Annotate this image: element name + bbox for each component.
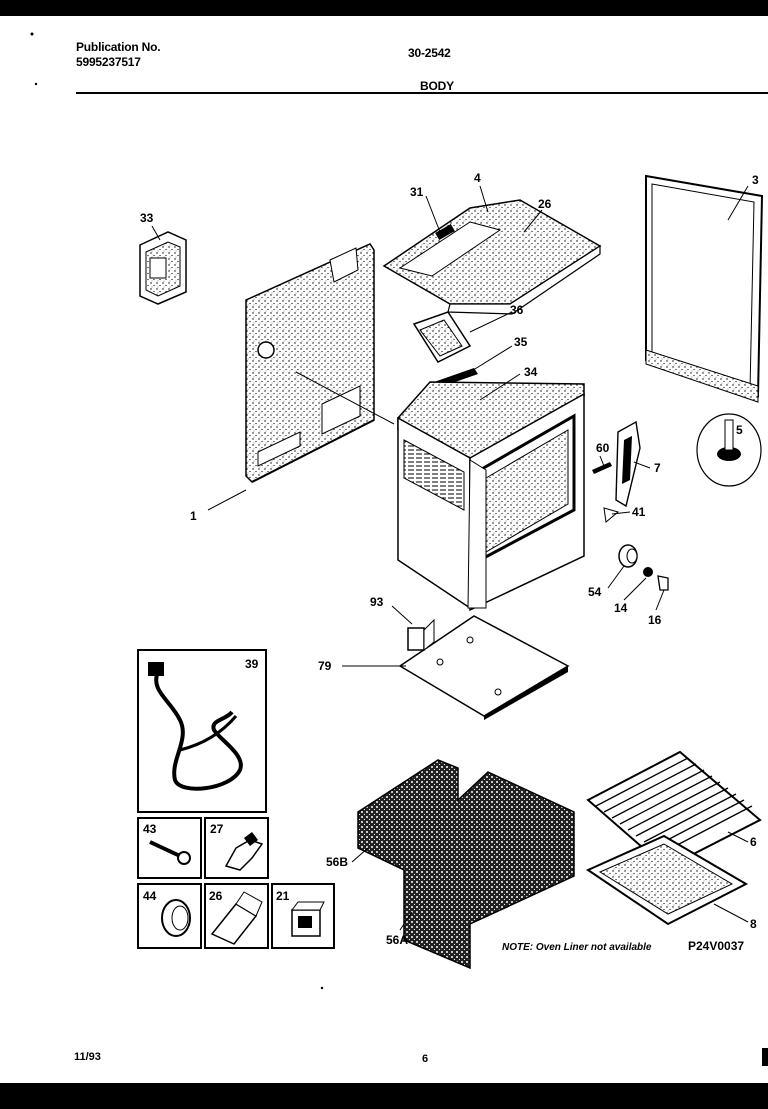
callout-79: 79 <box>318 659 332 673</box>
callout-41: 41 <box>632 505 646 519</box>
callout-56b: 56B <box>326 855 348 869</box>
callout-54: 54 <box>588 585 602 599</box>
part-4-top-cover <box>382 199 602 315</box>
callout-33: 33 <box>140 211 154 225</box>
part-79-bottom-panel <box>398 615 570 720</box>
callout-16: 16 <box>648 613 662 627</box>
scan-speck <box>30 32 34 36</box>
leader-lines <box>151 185 749 931</box>
oven-body-frame <box>397 381 585 612</box>
callout-43: 43 <box>143 822 157 836</box>
callout-44: 44 <box>143 889 157 903</box>
page-number: 6 <box>422 1053 429 1065</box>
callout-1: 1 <box>190 509 197 523</box>
part-3-side-panel <box>645 174 764 403</box>
callout-21: 21 <box>276 889 290 903</box>
part-56-insulation <box>357 759 575 970</box>
part-60-hinge-receptacle <box>592 462 612 474</box>
callout-93: 93 <box>370 595 384 609</box>
model-number: 30-2542 <box>408 46 451 60</box>
scan-edge-mark <box>762 1048 768 1066</box>
oven-liner-note: NOTE: Oven Liner not available <box>502 942 652 953</box>
top-scan-bar <box>0 0 768 16</box>
part-8-oven-bottom <box>585 834 749 926</box>
inset-21-terminal <box>271 883 335 949</box>
publication-number: 5995237517 <box>76 55 141 69</box>
callout-26-top: 26 <box>538 197 552 211</box>
callout-39: 39 <box>245 657 259 671</box>
callout-8: 8 <box>750 917 757 931</box>
callout-14: 14 <box>614 601 628 615</box>
callout-26-inset: 26 <box>209 889 223 903</box>
part-7-hinge <box>615 420 641 508</box>
footer-date: 11/93 <box>74 1051 101 1063</box>
part-14-bulb <box>643 567 653 577</box>
section-title: BODY <box>420 79 454 93</box>
drawing-code: P24V0037 <box>688 939 744 953</box>
inset-43-screw <box>137 817 202 879</box>
callout-6: 6 <box>750 835 757 849</box>
inset-39-power-cord <box>137 649 267 813</box>
part-54-socket <box>618 544 638 568</box>
part-41-screw <box>603 507 620 523</box>
publication-label: Publication No. <box>76 40 161 54</box>
callout-35: 35 <box>514 335 528 349</box>
part-1-back-panel <box>245 243 375 483</box>
leader-1 <box>207 489 247 511</box>
part-36-vent-duct <box>412 311 472 363</box>
part-93-bracket <box>407 618 435 652</box>
scan-speck <box>34 82 38 86</box>
scan-speck <box>320 986 324 990</box>
inset-44-knob <box>137 883 202 949</box>
callout-36: 36 <box>510 303 524 317</box>
callout-31: 31 <box>410 185 424 199</box>
bottom-scan-bar <box>0 1083 768 1109</box>
callout-3: 3 <box>752 173 759 187</box>
leader-1b <box>295 371 395 425</box>
part-33-bracket <box>139 231 187 305</box>
inset-26-bracket <box>204 883 269 949</box>
callout-5: 5 <box>736 423 743 437</box>
header-rule <box>76 92 768 94</box>
callout-34: 34 <box>524 365 538 379</box>
callout-56a: 56A <box>386 933 408 947</box>
callout-27: 27 <box>210 822 224 836</box>
part-16-lens <box>657 575 669 591</box>
callout-7: 7 <box>654 461 661 475</box>
part-5-leveling-leg <box>696 413 762 487</box>
callout-4: 4 <box>474 171 481 185</box>
callout-60: 60 <box>596 441 610 455</box>
inset-27-clip <box>204 817 269 879</box>
